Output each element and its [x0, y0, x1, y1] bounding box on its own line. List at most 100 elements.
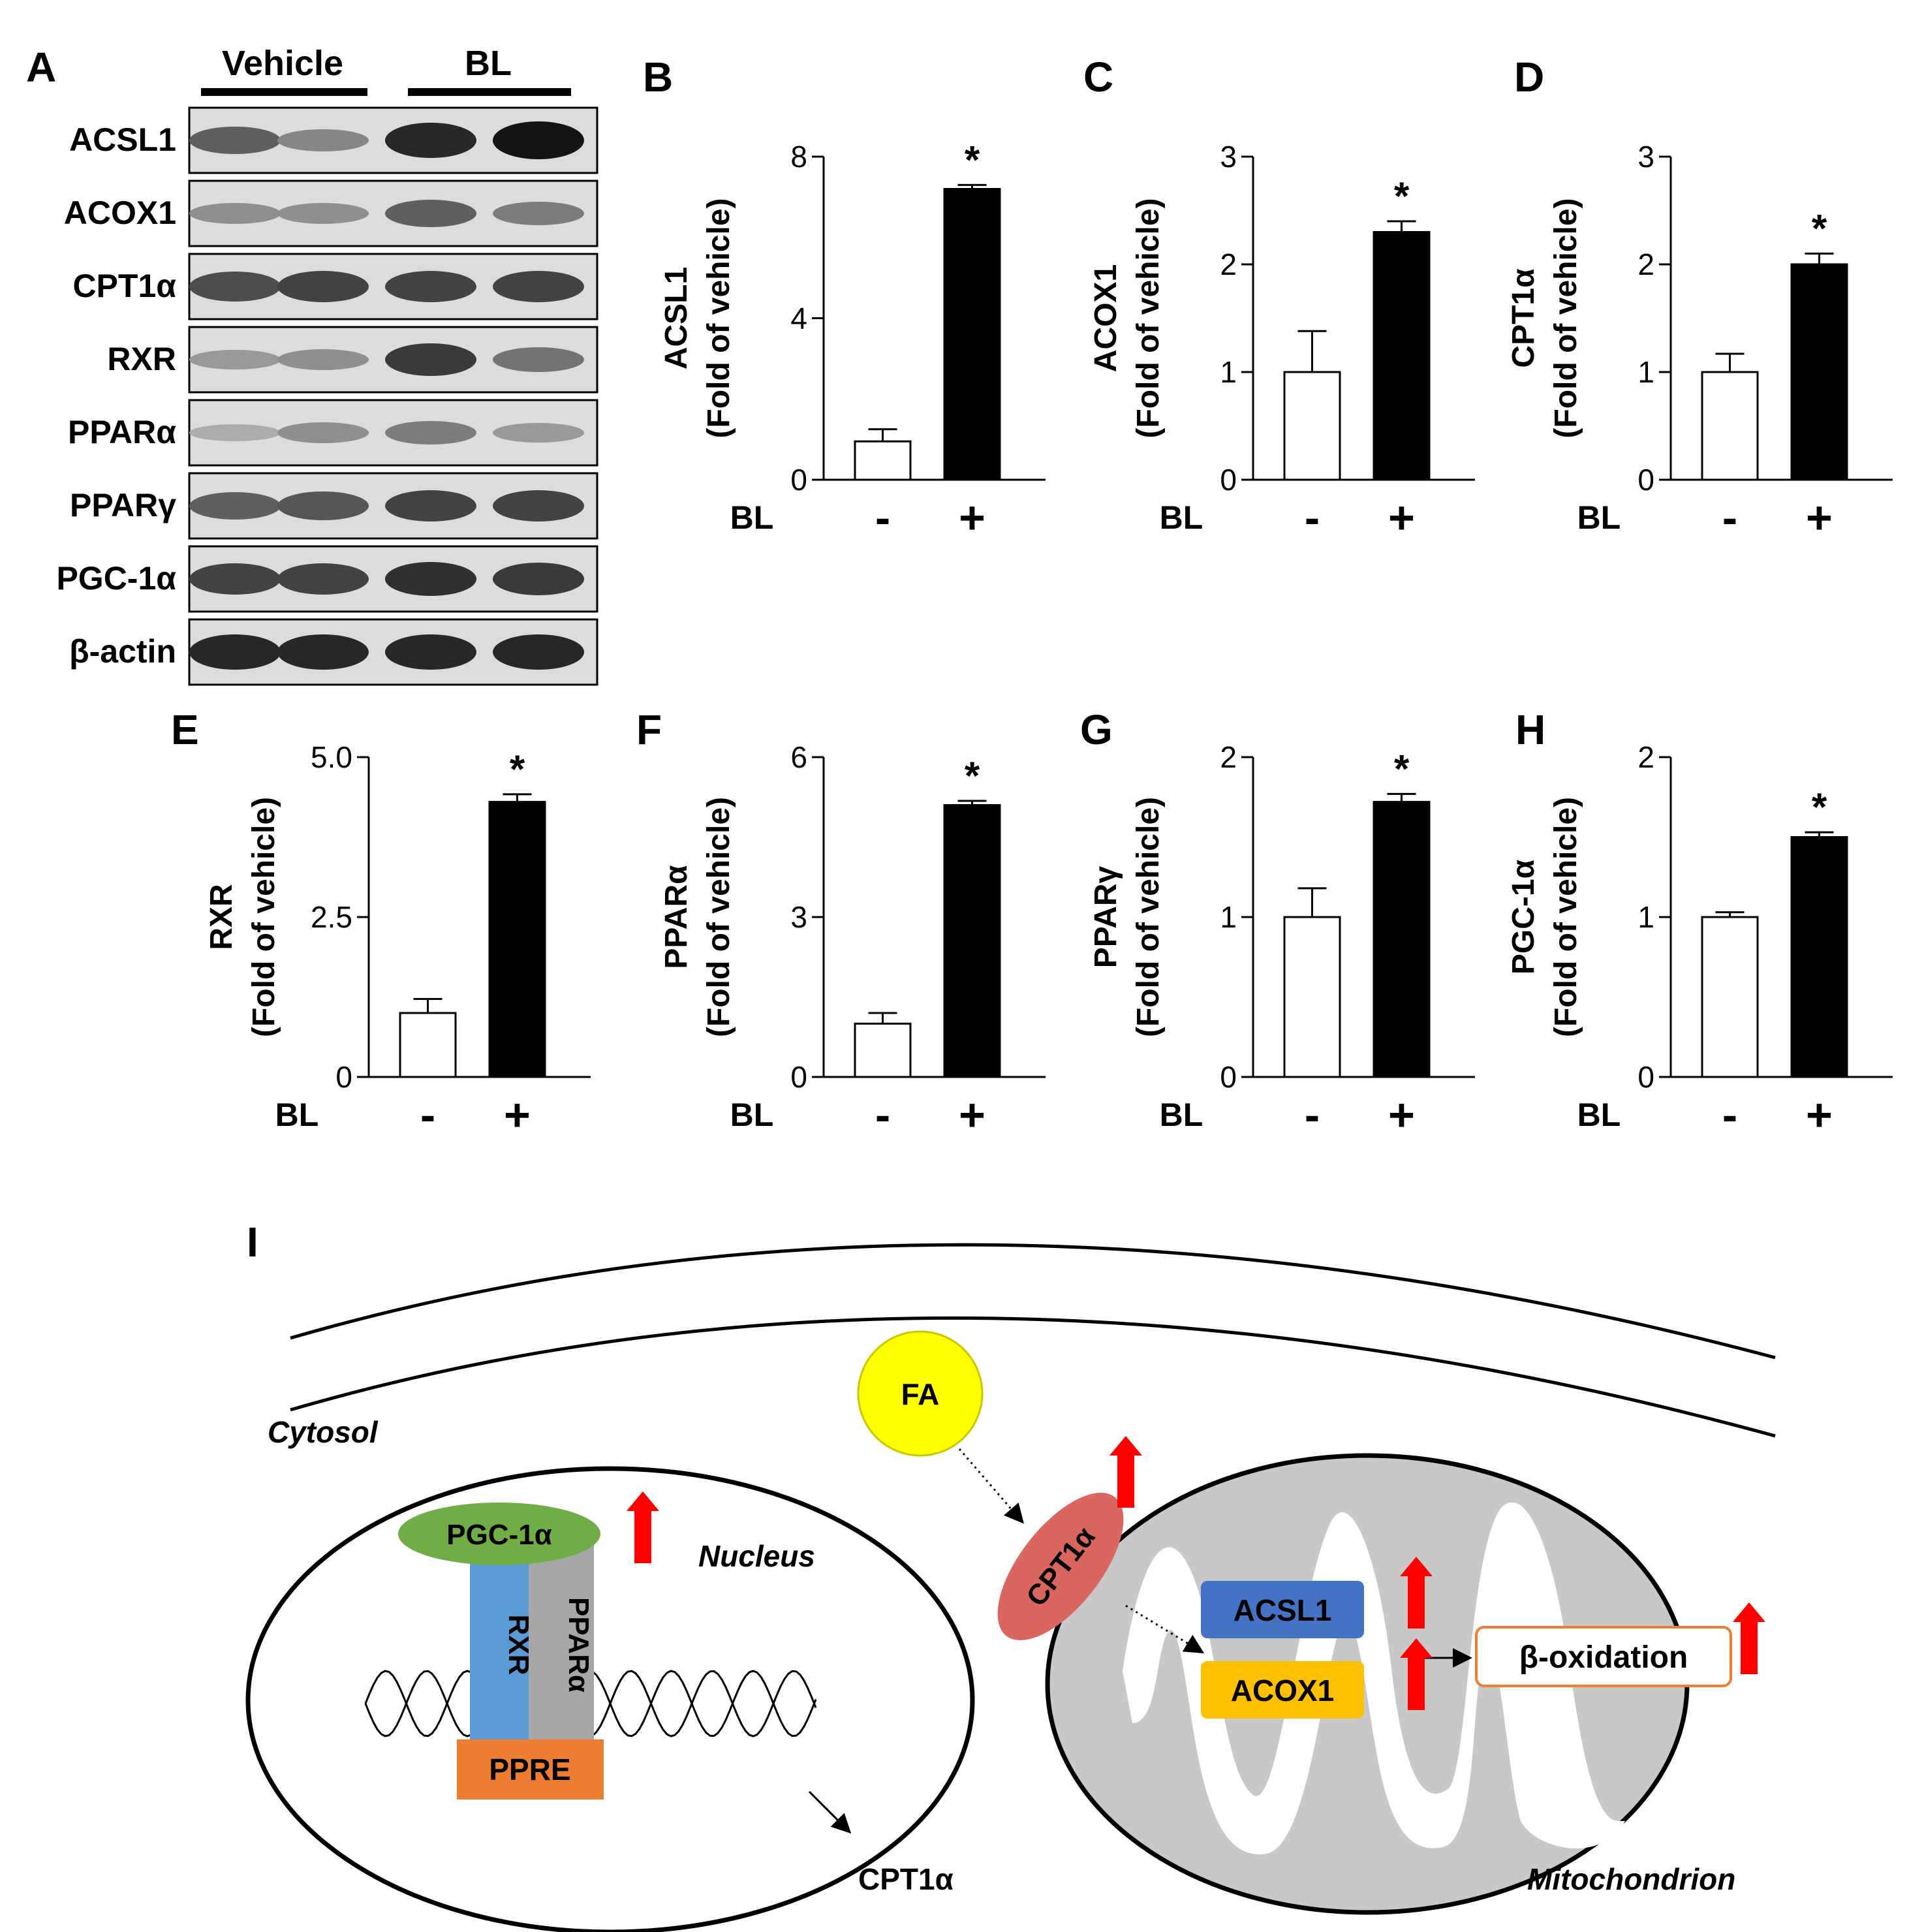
y-tick-label: 5.0 — [311, 740, 352, 774]
y-tick-label: 2.5 — [311, 900, 352, 934]
y-axis-subtitle: (Fold of vehicle) — [702, 198, 736, 438]
blot-row-label: β-actin — [69, 633, 176, 670]
bar — [1373, 231, 1431, 481]
significance-star: * — [1394, 747, 1410, 790]
blot-band — [277, 634, 369, 670]
western-blot: Vehicle BL ACSL1ACOX1CPT1αRXRPPARαPPARγP… — [56, 44, 598, 686]
panel-label-c: C — [1083, 54, 1113, 101]
y-tick-label: 2 — [1637, 740, 1654, 774]
panel-label-d: D — [1514, 54, 1544, 101]
blot-band — [385, 421, 476, 444]
ppara-box — [529, 1540, 594, 1746]
blot-band — [189, 272, 281, 302]
blot-band — [277, 422, 369, 443]
bar — [943, 804, 1001, 1078]
blot-band — [189, 127, 281, 154]
blot-band — [189, 492, 281, 520]
x-category-label: + — [1388, 492, 1415, 543]
fa-label: FA — [901, 1377, 940, 1411]
y-tick-label: 0 — [1220, 1060, 1237, 1094]
blot-band — [189, 563, 281, 595]
pgc1a-label: PGC-1α — [446, 1519, 552, 1551]
acsl1-label: ACSL1 — [1234, 1593, 1332, 1627]
bar — [399, 1012, 457, 1078]
pgc1a-ellipse — [398, 1503, 600, 1565]
x-category-label: + — [1388, 1089, 1415, 1140]
ppre-box — [457, 1739, 604, 1800]
y-axis-title: RXR — [204, 884, 239, 950]
blot-band — [493, 423, 584, 443]
y-tick-label: 0 — [790, 1060, 807, 1094]
mitochondrion-cristae — [1123, 1502, 1625, 1854]
y-axis-subtitle: (Fold of vehicle) — [702, 797, 736, 1037]
blot-group-bar-bl — [408, 88, 571, 96]
ppre-label: PPRE — [489, 1753, 570, 1786]
nucleus-output-arrow — [808, 1790, 852, 1834]
bar — [1790, 836, 1848, 1078]
y-tick-label: 0 — [1637, 463, 1654, 497]
blot-group-bl: BL — [465, 44, 512, 83]
blot-band — [385, 562, 476, 596]
bar — [488, 801, 546, 1078]
x-category-label: + — [959, 1089, 985, 1140]
y-tick-label: 3 — [1637, 140, 1654, 174]
red-up-arrow — [1733, 1602, 1765, 1674]
blot-band — [189, 350, 281, 369]
acsl1-box — [1201, 1581, 1364, 1638]
x-category-label: - — [420, 1089, 435, 1140]
y-tick-label: 1 — [1637, 355, 1654, 389]
y-tick-label: 4 — [790, 302, 807, 335]
cpt1a-output-label: CPT1α — [858, 1862, 954, 1896]
panel-label-e: E — [171, 706, 199, 753]
bar — [1790, 263, 1848, 481]
x-category-label: - — [1722, 492, 1737, 543]
blot-band — [493, 634, 584, 670]
bar — [1373, 801, 1431, 1078]
beta-oxidation-box — [1475, 1626, 1732, 1687]
panel-label-g: G — [1080, 706, 1113, 753]
blot-band — [277, 129, 369, 151]
significance-star: * — [1812, 207, 1827, 251]
cytosol-label: Cytosol — [268, 1415, 379, 1449]
fa-circle — [857, 1330, 984, 1457]
blot-row-label: PPARγ — [70, 487, 176, 523]
panel-label-b: B — [643, 54, 673, 101]
y-axis-title: PGC-1α — [1506, 859, 1541, 974]
significance-star: * — [1394, 174, 1410, 218]
x-category-label: - — [875, 1089, 890, 1140]
blot-band — [385, 634, 476, 670]
mitochondrion-label: Mitochondrion — [1527, 1862, 1735, 1896]
blot-band — [385, 271, 476, 302]
blot-row-label: PGC-1α — [56, 560, 176, 597]
x-axis-title: BL — [1577, 499, 1621, 536]
y-axis-title: PPARα — [659, 865, 694, 969]
beta-oxidation-label: β-oxidation — [1519, 1640, 1688, 1675]
blot-band — [493, 271, 584, 302]
panel-label-i: I — [247, 1219, 258, 1266]
blot-band — [493, 202, 584, 225]
blot-band — [277, 563, 369, 595]
bar — [943, 188, 1001, 481]
blot-band — [189, 203, 281, 224]
panel-label-a: A — [26, 44, 56, 91]
x-category-label: - — [875, 492, 890, 543]
x-axis-title: BL — [275, 1097, 319, 1133]
y-tick-label: 3 — [1220, 140, 1237, 174]
panel-label-f: F — [636, 706, 662, 753]
y-tick-label: 8 — [790, 140, 807, 174]
blot-band — [277, 491, 369, 520]
y-tick-label: 0 — [1220, 463, 1237, 497]
y-axis-title: CPT1α — [1506, 268, 1541, 368]
y-axis-title: PPARγ — [1089, 865, 1123, 968]
blot-band — [493, 563, 584, 595]
pathway-diagram: Cytosol Nucleus RXR PPARα PGC-1α PPRE CP… — [245, 1243, 1776, 1932]
y-tick-label: 1 — [1220, 355, 1237, 389]
x-category-label: + — [959, 492, 985, 543]
panel-label-h: H — [1515, 706, 1545, 753]
blot-band — [493, 121, 584, 159]
